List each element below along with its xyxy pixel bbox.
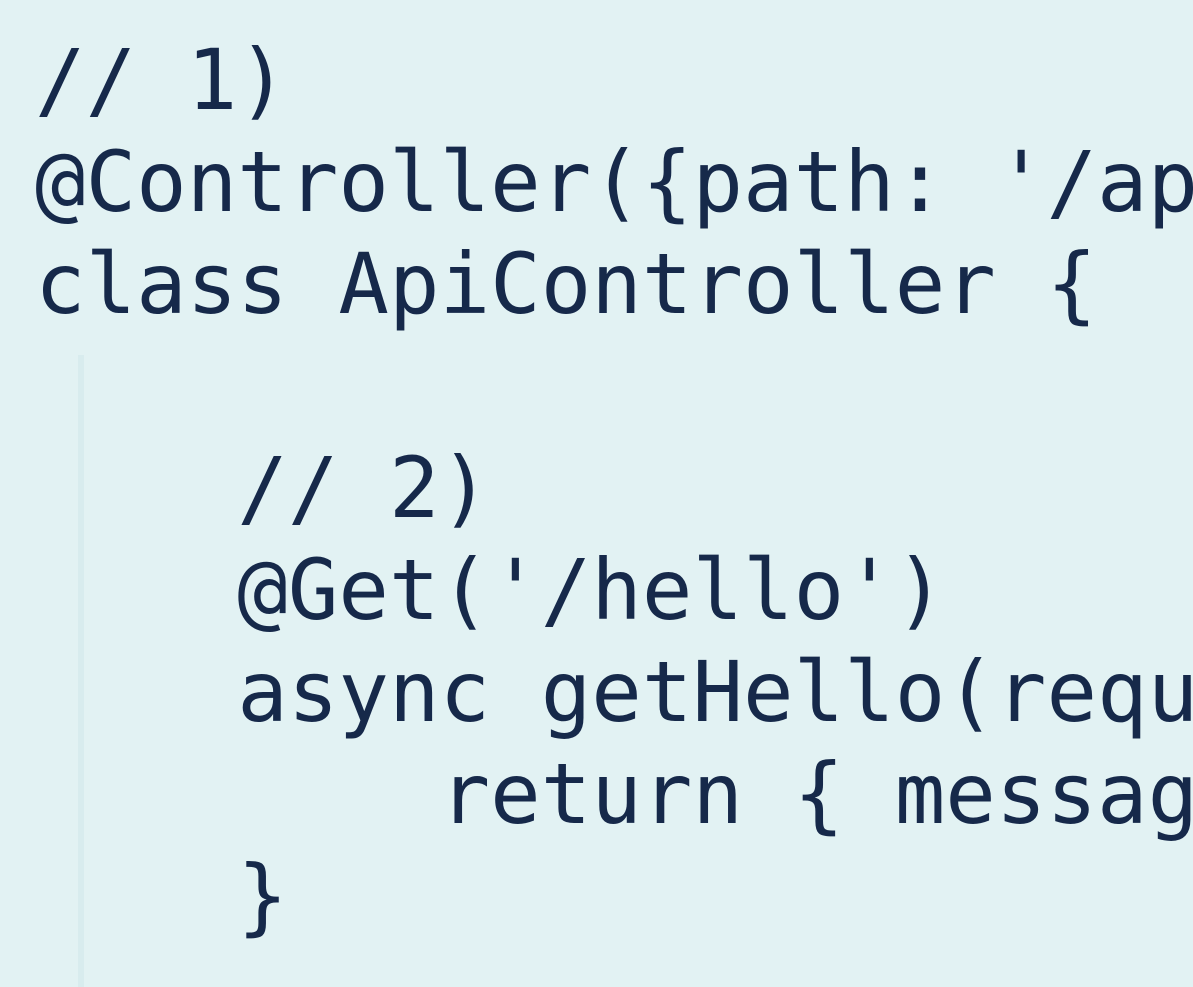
code-line-4 (35, 335, 1193, 437)
code-line-6: @Get('/hello') (35, 541, 946, 639)
code-line-3: class ApiController { (35, 235, 1098, 333)
code-line-2: @Controller({path: '/ap (35, 133, 1193, 231)
code-line-8: return { messag (35, 745, 1193, 843)
indent-guide (78, 355, 84, 987)
code-line-7: async getHello(requ (35, 643, 1193, 741)
code-line-5: // 2) (35, 439, 491, 537)
code-line-1: // 1) (35, 31, 288, 129)
code-line-9: } (35, 847, 288, 945)
